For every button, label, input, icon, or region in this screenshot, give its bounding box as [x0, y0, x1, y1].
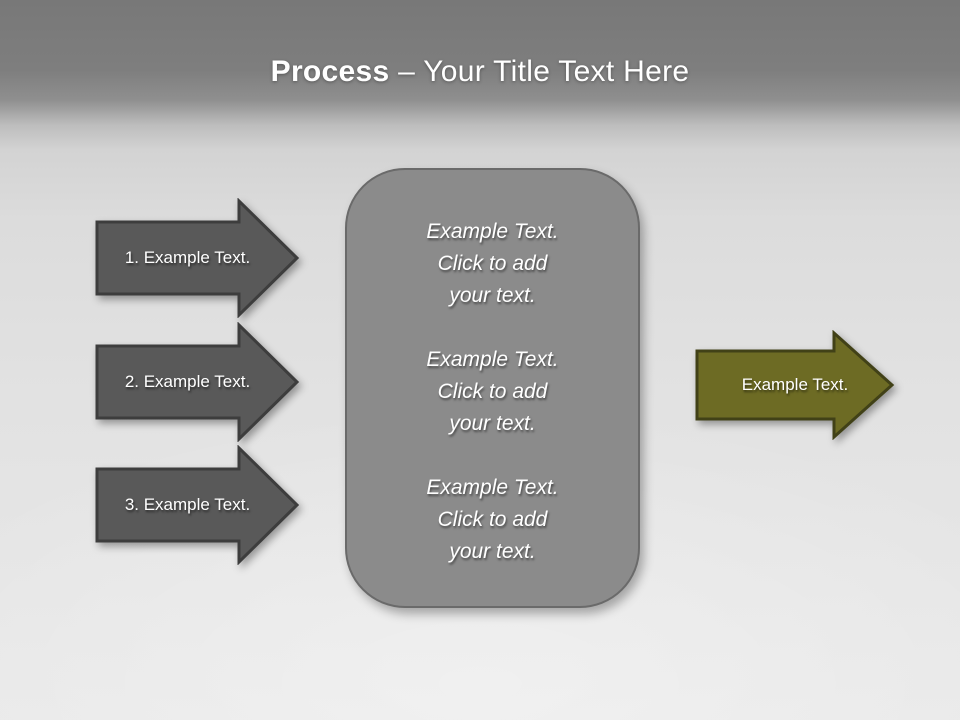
arrow-polygon [95, 322, 300, 442]
output-arrow: Example Text. [695, 330, 895, 440]
right-arrow-shape-icon [95, 322, 300, 442]
center-content-box: Example Text. Click to add your text. Ex… [345, 168, 640, 608]
center-box-paragraph-1: Example Text. Click to add your text. [426, 220, 559, 307]
center-box-paragraph-2: Example Text. Click to add your text. [426, 348, 559, 435]
process-arrow-3: 3. Example Text. [95, 445, 300, 565]
title-subtitle: – Your Title Text Here [389, 55, 690, 88]
right-arrow-shape-icon [695, 330, 895, 440]
center-box-paragraph-3: Example Text. Click to add your text. [426, 476, 559, 564]
title-keyword: Process [270, 55, 390, 88]
slide-title: Process – Your Title Text Here [0, 0, 960, 89]
arrow-polygon [95, 198, 300, 318]
arrow-polygon [695, 330, 895, 440]
right-arrow-shape-icon [95, 198, 300, 318]
arrow-polygon [95, 445, 300, 565]
right-arrow-shape-icon [95, 445, 300, 565]
slide-header: Process – Your Title Text Here [0, 0, 960, 130]
process-arrow-2: 2. Example Text. [95, 322, 300, 442]
process-arrow-1: 1. Example Text. [95, 198, 300, 318]
